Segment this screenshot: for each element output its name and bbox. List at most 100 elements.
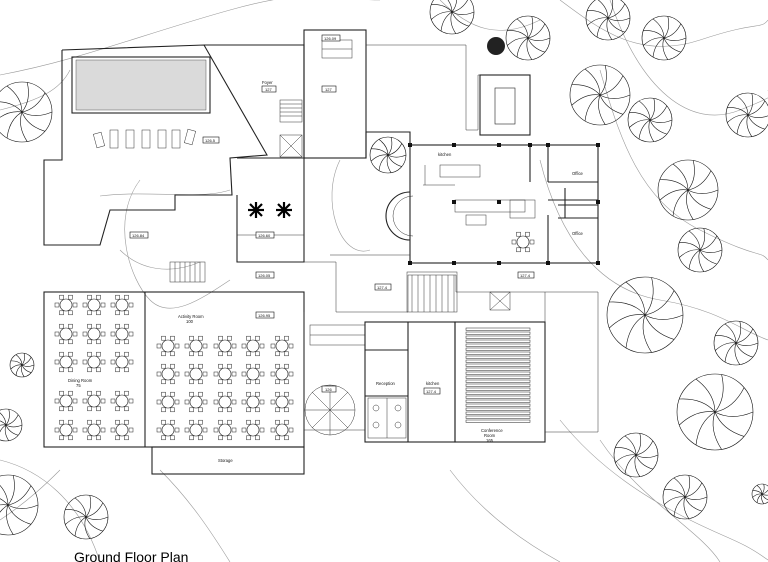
- seat-row: [465, 367, 531, 371]
- round-table: [110, 390, 134, 412]
- seat-row: [465, 383, 531, 387]
- tree-symbol: [725, 92, 768, 138]
- seat-row: [465, 399, 531, 403]
- tree-symbol: [641, 15, 687, 61]
- seat-row: [465, 339, 531, 343]
- seat-row: [465, 351, 531, 355]
- level-tag-126: 126: [325, 387, 332, 392]
- room-label-conference-2: Room: [484, 433, 496, 438]
- room-label-activity-room-area: 100: [186, 319, 194, 324]
- tree-symbol: [429, 0, 475, 35]
- round-table: [110, 294, 134, 316]
- level-tag-126-5: 126.5: [205, 138, 216, 143]
- seat-row: [465, 403, 531, 407]
- room-label-kitchen-bottom: kitchen: [426, 381, 440, 386]
- level-tag-126-09: 126.09: [324, 36, 337, 41]
- room-labels: Foyer kitchen Office Office Activity Roo…: [68, 80, 584, 463]
- round-table: [156, 335, 180, 357]
- seat-row: [465, 371, 531, 375]
- room-label-activity-room: Activity Room: [178, 314, 204, 319]
- round-table: [156, 419, 180, 441]
- round-table: [110, 323, 134, 345]
- shrub-symbol: [487, 37, 505, 55]
- seat-row: [465, 375, 531, 379]
- seat-row: [465, 407, 531, 411]
- round-table: [54, 390, 78, 412]
- plant-icons: [248, 202, 292, 218]
- round-table: [184, 391, 208, 413]
- round-table: [54, 294, 78, 316]
- round-table: [110, 419, 134, 441]
- tree-symbol: [677, 227, 723, 273]
- level-tag-127-b: 127: [325, 87, 332, 92]
- round-table: [82, 419, 106, 441]
- round-table: [241, 363, 265, 385]
- seat-row: [465, 343, 531, 347]
- level-tag-126-95: 126.95: [258, 313, 271, 318]
- seat-row: [465, 355, 531, 359]
- round-table: [213, 363, 237, 385]
- level-tags: 126.09 127 127 126.5 126.84 126.60 126.0…: [129, 34, 535, 395]
- round-table: [54, 419, 78, 441]
- level-tag-127-4a: 127.4: [377, 285, 388, 290]
- room-label-reception: Reception: [376, 381, 396, 386]
- tree-symbol: [0, 81, 53, 143]
- round-table: [110, 351, 134, 373]
- tree-symbol: [627, 97, 673, 143]
- room-label-office-2: Office: [572, 231, 584, 236]
- seat-row: [465, 411, 531, 415]
- seat-row: [465, 391, 531, 395]
- room-label-foyer: Foyer: [262, 80, 273, 85]
- level-tag-126-05: 126.05: [258, 273, 271, 278]
- round-table: [241, 335, 265, 357]
- seat-row: [465, 415, 531, 419]
- round-table: [241, 419, 265, 441]
- round-table: [270, 335, 294, 357]
- tree-symbol: [713, 320, 759, 366]
- tree-symbol: [569, 64, 631, 126]
- level-tag-126-60: 126.60: [258, 233, 271, 238]
- tree-symbol: [369, 136, 407, 174]
- room-label-dining-room-area: 75: [76, 383, 81, 388]
- room-label-storage: Storage: [218, 458, 233, 463]
- room-label-dining-room: Dining Room: [68, 378, 93, 383]
- round-table: [241, 391, 265, 413]
- round-table: [270, 391, 294, 413]
- tree-symbol: [751, 483, 768, 505]
- seat-row: [465, 419, 531, 423]
- tree-symbol: [662, 474, 708, 520]
- tree-symbol: [676, 373, 754, 451]
- building-walls: [43, 29, 600, 475]
- drawing-title: Ground Floor Plan: [74, 549, 188, 562]
- seat-row: [465, 395, 531, 399]
- room-label-office-1: Office: [572, 171, 584, 176]
- round-table: [156, 391, 180, 413]
- round-table: [213, 419, 237, 441]
- tree-symbol: [0, 408, 23, 442]
- round-table: [213, 335, 237, 357]
- tree-symbol: [657, 159, 719, 221]
- level-tag-127-4b: 127.4: [520, 273, 531, 278]
- round-table: [82, 294, 106, 316]
- round-tables: [54, 231, 535, 441]
- round-table: [511, 231, 535, 253]
- round-table: [54, 351, 78, 373]
- round-table: [82, 390, 106, 412]
- seat-row: [465, 379, 531, 383]
- level-tag-127-a: 127: [265, 87, 272, 92]
- round-table: [270, 419, 294, 441]
- round-table: [82, 351, 106, 373]
- round-table: [184, 335, 208, 357]
- round-table: [184, 363, 208, 385]
- seat-row: [465, 387, 531, 391]
- round-table: [54, 323, 78, 345]
- round-table: [82, 323, 106, 345]
- round-table: [184, 419, 208, 441]
- tree-symbol: [505, 15, 551, 61]
- tree-symbol: [0, 474, 39, 536]
- tree-symbol: [9, 352, 35, 378]
- room-label-kitchen-top: kitchen: [438, 152, 452, 157]
- conference-seating: [465, 327, 531, 423]
- room-label-conference: Conference: [481, 428, 503, 433]
- seat-row: [465, 359, 531, 363]
